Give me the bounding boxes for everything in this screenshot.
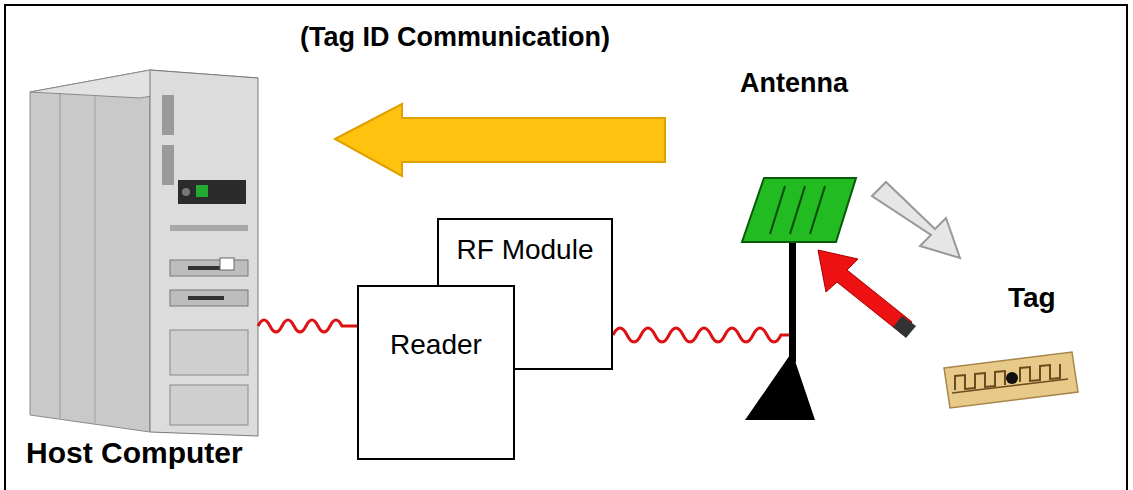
- drive-slot: [162, 95, 174, 135]
- box-label: RF Module: [439, 234, 611, 266]
- bay-line: [170, 225, 248, 231]
- frame-border: [5, 5, 1127, 490]
- front-panel: [170, 330, 248, 375]
- part-label: Host Computer: [26, 436, 243, 471]
- antenna-base: [745, 352, 815, 420]
- part-label: Tag: [1008, 282, 1056, 314]
- floppy-drive: [170, 290, 248, 306]
- floppy-drive: [170, 260, 248, 276]
- tag-body: [944, 352, 1078, 408]
- rfid-tag: [944, 352, 1078, 408]
- cable: [613, 328, 793, 342]
- floppy-slot: [188, 266, 224, 270]
- computer-tower: [30, 70, 258, 436]
- part-label: Antenna: [740, 68, 848, 99]
- side-groove: [94, 84, 96, 424]
- antenna-panel: [742, 178, 856, 242]
- box-label: Reader: [359, 329, 513, 361]
- tag-chip: [1006, 372, 1018, 384]
- arrow-tail: [893, 316, 916, 338]
- floppy-slot: [188, 296, 224, 300]
- process-box: Reader: [357, 285, 515, 460]
- data-arrow: [335, 104, 665, 176]
- button: [182, 188, 190, 196]
- tower-side: [30, 70, 150, 432]
- cable: [258, 320, 357, 332]
- part-label: (Tag ID Communication): [300, 22, 610, 53]
- antenna-line: [770, 186, 785, 234]
- side-groove: [59, 90, 61, 418]
- drive-slot: [162, 145, 174, 185]
- antenna: [742, 178, 856, 420]
- power-led: [196, 185, 208, 197]
- antenna-line: [790, 186, 805, 234]
- antenna-line: [810, 186, 825, 234]
- display-strip: [178, 180, 246, 204]
- front-panel: [170, 385, 248, 425]
- eject-button: [220, 258, 234, 270]
- tower-front: [150, 70, 258, 436]
- antenna-pole: [789, 236, 796, 362]
- tag-coil: [1020, 364, 1060, 382]
- signal-arrow: [872, 182, 960, 258]
